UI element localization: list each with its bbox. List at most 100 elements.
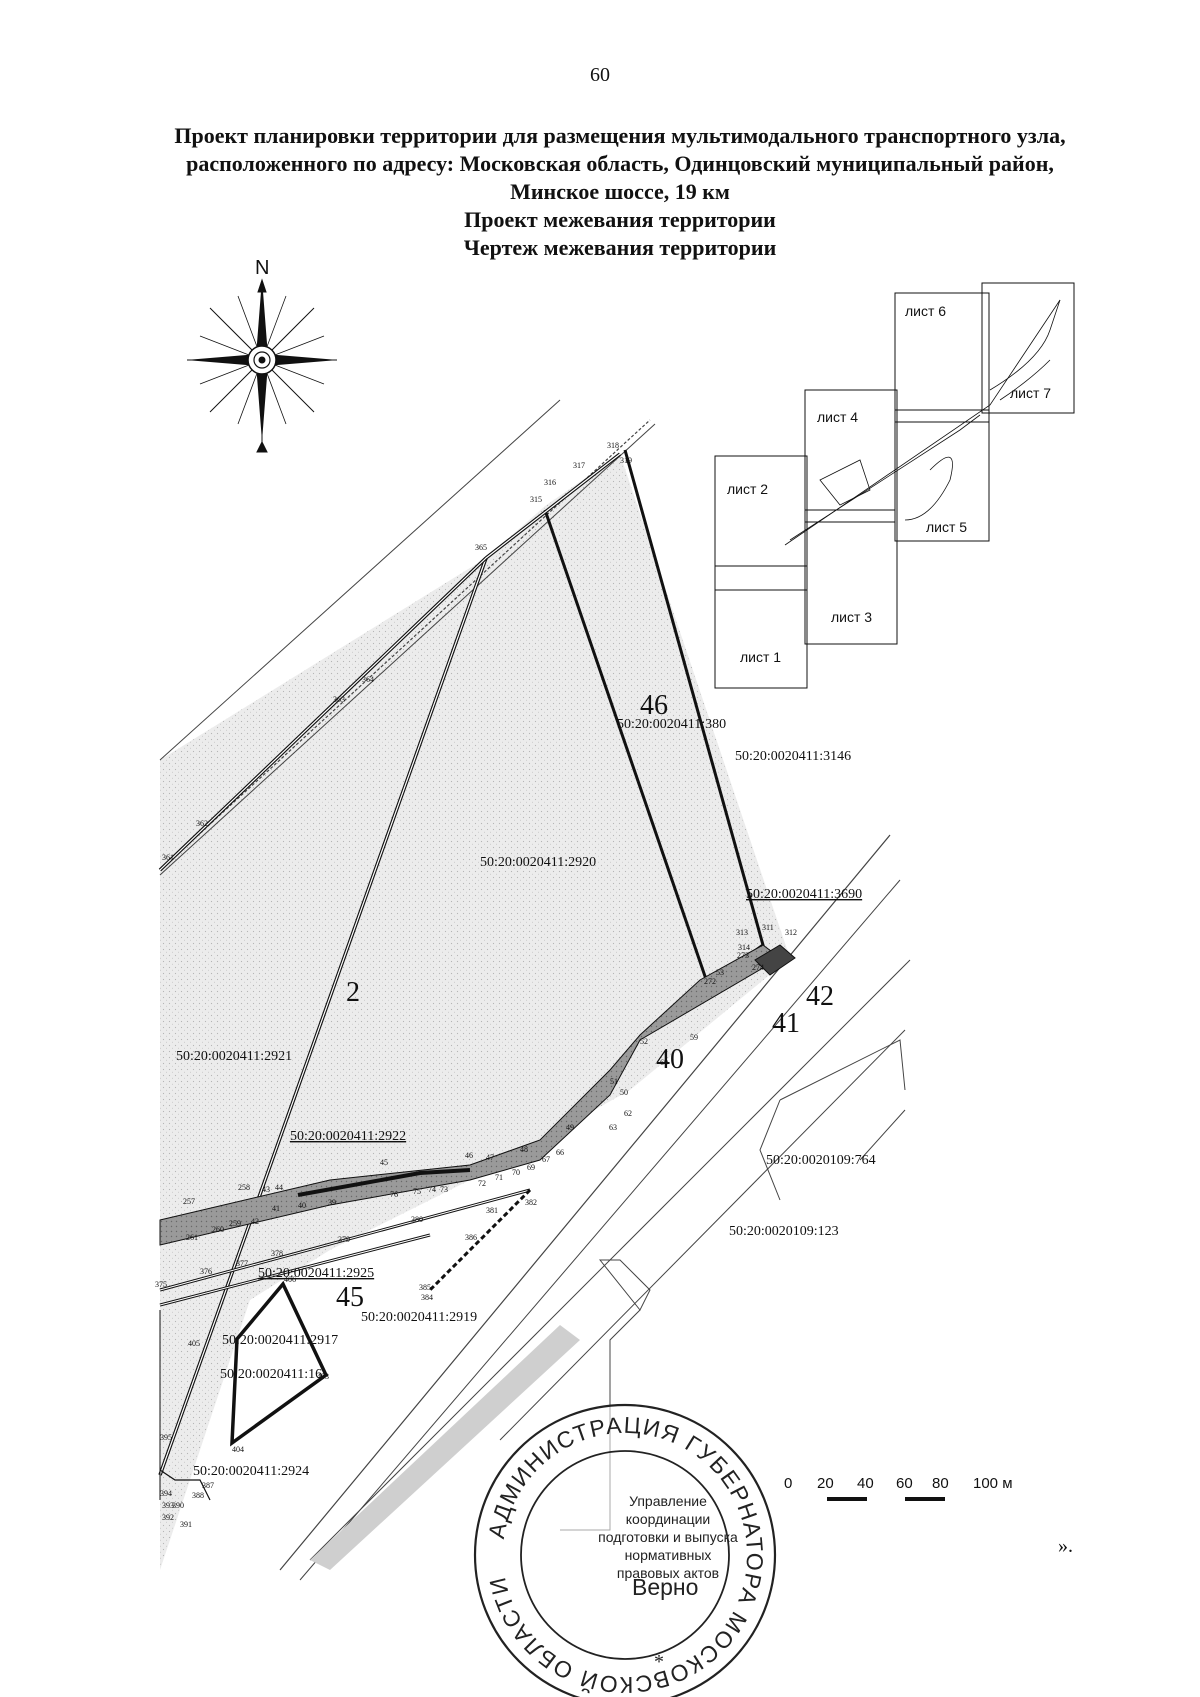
scale-bar-labels: 0 20 40 60 80 100 м — [784, 1475, 1013, 1492]
point-number: 365 — [475, 543, 487, 552]
point-number: 272 — [704, 977, 716, 986]
point-number: 391 — [180, 1520, 192, 1529]
sheet-label-4[interactable]: лист 4 — [817, 409, 858, 425]
stamp-center-line: координации — [626, 1511, 711, 1527]
stamp-center-line: нормативных — [625, 1547, 712, 1563]
point-number: 311 — [762, 923, 774, 932]
scale-label: 100 м — [973, 1475, 1013, 1492]
sheet-label-1[interactable]: лист 1 — [740, 649, 781, 665]
point-number: 274 — [752, 963, 764, 972]
stamp-center-line: подготовки и выпуска — [598, 1529, 738, 1545]
closing-mark: ». — [1058, 1535, 1073, 1557]
point-number: 67 — [542, 1155, 550, 1164]
point-number: 49 — [566, 1123, 574, 1132]
sheet-label-6[interactable]: лист 6 — [905, 303, 946, 319]
cadastral-label: 50:20:0020109:123 — [729, 1224, 839, 1239]
point-number: 259 — [229, 1219, 241, 1228]
point-number: 39 — [328, 1198, 336, 1207]
zone-number-2: 2 — [346, 977, 360, 1008]
point-number: 41 — [272, 1204, 280, 1213]
sheet-index-diagram — [714, 282, 1075, 689]
point-number: 405 — [188, 1339, 200, 1348]
point-number: 72 — [478, 1179, 486, 1188]
point-number: 47 — [486, 1153, 494, 1162]
zone-42-block — [754, 944, 796, 976]
page-number: 60 — [590, 64, 610, 86]
sheet-label-2[interactable]: лист 2 — [727, 481, 768, 497]
point-number: 387 — [202, 1481, 214, 1490]
point-number: 314 — [738, 943, 750, 952]
point-number: 74 — [428, 1185, 436, 1194]
point-number: 377 — [236, 1259, 248, 1268]
point-number: 361 — [162, 853, 174, 862]
point-number: 53 — [716, 968, 724, 977]
point-number: 319 — [620, 456, 632, 465]
point-number: 386 — [465, 1233, 477, 1242]
planning-territory-fill — [160, 454, 790, 1570]
point-number: 258 — [238, 1183, 250, 1192]
cadastral-label: 50:20:0020411:2924 — [193, 1464, 309, 1479]
point-number: 257 — [183, 1197, 195, 1206]
point-number: 317 — [573, 461, 585, 470]
zone-number-46: 46 — [640, 690, 668, 721]
point-number: 75 — [413, 1187, 421, 1196]
scale-label: 80 — [932, 1475, 949, 1492]
zone-number-40: 40 — [656, 1044, 684, 1075]
cadastral-label: 50:20:0020411:2917 — [222, 1333, 338, 1348]
title-line-5: Чертеж межевания территории — [463, 235, 777, 260]
point-number: 40 — [298, 1201, 306, 1210]
point-number: 51 — [610, 1077, 618, 1086]
sheet-label-3[interactable]: лист 3 — [831, 609, 872, 625]
title-line-3: Минское шоссе, 19 км — [510, 179, 730, 204]
stamp-star-icon: * — [654, 1651, 664, 1673]
point-number: 315 — [530, 495, 542, 504]
stamp-center-line: Управление — [629, 1493, 707, 1509]
point-number: 376 — [200, 1267, 212, 1276]
cadastral-label: 50:20:0020411:2920 — [480, 855, 596, 870]
stamp-verno: Верно — [632, 1574, 698, 1600]
title-line-2: расположенного по адресу: Московская обл… — [186, 151, 1054, 176]
cadastral-label: 50:20:0020411:2925 — [258, 1266, 374, 1281]
cadastral-label: 50:20:0020411:2921 — [176, 1049, 292, 1064]
point-number: 384 — [421, 1293, 433, 1302]
point-number: 44 — [275, 1183, 283, 1192]
point-number: 378 — [271, 1249, 283, 1258]
title-line-1: Проект планировки территории для размеще… — [174, 123, 1066, 148]
point-number: 381 — [486, 1206, 498, 1215]
point-number: 59 — [690, 1033, 698, 1042]
cadastral-label: 50:20:0020109:764 — [766, 1153, 876, 1168]
point-number: 382 — [525, 1198, 537, 1207]
point-number: 273 — [737, 951, 749, 960]
point-number: 66 — [556, 1148, 564, 1157]
zone-number-45: 45 — [336, 1282, 364, 1313]
sheet-label-5[interactable]: лист 5 — [926, 519, 967, 535]
road-strip-fill — [310, 1325, 580, 1570]
point-number: 364 — [362, 675, 374, 684]
scale-label: 0 — [784, 1475, 792, 1492]
point-number: 62 — [624, 1109, 632, 1118]
cadastral-label: 50:20:0020411:380 — [617, 717, 726, 732]
point-number: 404 — [232, 1445, 244, 1454]
point-number: 393 — [162, 1501, 174, 1510]
cadastral-label: 50:20:0020411:2919 — [361, 1310, 477, 1325]
point-number: 76 — [390, 1190, 398, 1199]
cadastral-label: 50:20:0020411:3146 — [735, 749, 851, 764]
point-number: 362 — [196, 819, 208, 828]
point-number: 395 — [160, 1433, 172, 1442]
point-numbers: 318 319 317 316 315 365 364 363 362 361 … — [155, 441, 797, 1529]
point-number: 70 — [512, 1168, 520, 1177]
zone-number-41: 41 — [772, 1008, 800, 1039]
north-label: N — [255, 257, 269, 279]
stamp-center-line: правовых актов — [617, 1565, 719, 1581]
zone-45-lines — [159, 1188, 532, 1501]
point-number: 388 — [192, 1491, 204, 1500]
point-number: 48 — [520, 1145, 528, 1154]
point-number: 312 — [785, 928, 797, 937]
zone-2-boundary — [158, 452, 622, 1476]
point-number: 363 — [333, 695, 345, 704]
sheet-label-7[interactable]: лист 7 — [1010, 385, 1051, 401]
scale-label: 20 — [817, 1475, 834, 1492]
cadastral-labels: 50:20:0020411:380 50:20:0020411:3146 50:… — [176, 717, 876, 1479]
point-number: 392 — [162, 1513, 174, 1522]
point-number: 52 — [640, 1037, 648, 1046]
